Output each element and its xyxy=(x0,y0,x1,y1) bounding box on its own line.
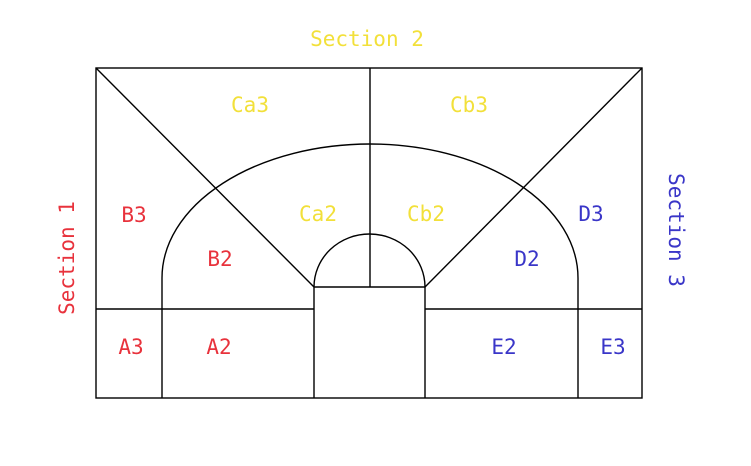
diagram-lines xyxy=(95,67,643,399)
right-diagonal xyxy=(424,67,643,288)
section-labels: Section 2 Section 1 Section 3 xyxy=(55,27,688,315)
section-2-label: Section 2 xyxy=(310,27,424,51)
region-b3: B3 xyxy=(121,203,146,227)
region-a2: A2 xyxy=(206,335,231,359)
left-diagonal xyxy=(95,67,315,288)
section-3-label: Section 3 xyxy=(664,173,688,287)
region-cb2: Cb2 xyxy=(407,202,445,226)
region-cb3: Cb3 xyxy=(450,93,488,117)
small-arch xyxy=(313,233,426,398)
region-a3: A3 xyxy=(118,335,143,359)
region-d2: D2 xyxy=(514,247,539,271)
outer-border xyxy=(95,67,643,399)
region-e3: E3 xyxy=(600,335,625,359)
region-b2: B2 xyxy=(207,247,232,271)
region-e2: E2 xyxy=(491,335,516,359)
large-arch xyxy=(161,143,579,398)
section-1-label: Section 1 xyxy=(55,201,79,315)
region-ca3: Ca3 xyxy=(231,93,269,117)
region-labels: Ca3 Cb3 B3 Ca2 Cb2 D3 B2 D2 A3 A2 E2 E3 xyxy=(118,93,625,359)
region-d3: D3 xyxy=(578,202,603,226)
region-ca2: Ca2 xyxy=(299,202,337,226)
